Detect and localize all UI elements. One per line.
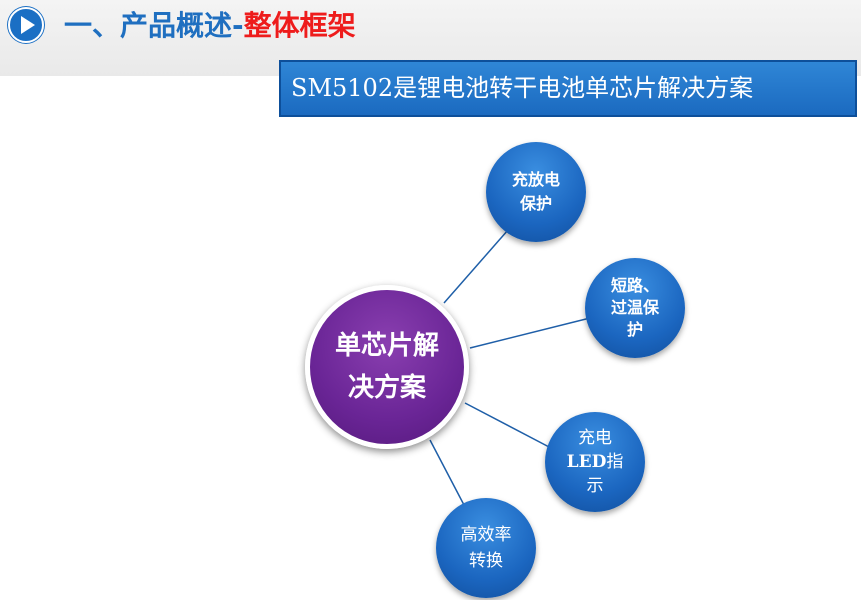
connector-line-4 <box>429 439 465 506</box>
node-2-line2: 过温保 <box>610 298 659 317</box>
node-3-line2: LED指 <box>567 450 624 474</box>
play-circle-icon[interactable] <box>6 5 46 45</box>
connector-line-2 <box>469 317 591 349</box>
node-3-led-text: LED <box>566 452 607 472</box>
node-charge-discharge-protection: 充放电 保护 <box>486 142 586 242</box>
node-3-line3: 示 <box>586 476 604 496</box>
center-node-line1: 单芯片解 <box>334 331 439 361</box>
node-3-line1: 充电 <box>578 428 612 448</box>
connector-line-3 <box>464 402 552 449</box>
node-high-efficiency-conversion: 高效率 转换 <box>436 498 536 598</box>
center-node-line2: 决方案 <box>347 373 426 403</box>
node-short-overheat-protection: 短路、 过温保 护 <box>585 258 685 358</box>
node-4-line1: 高效率 <box>460 525 512 545</box>
node-charge-led-indicator: 充电 LED指 示 <box>545 412 645 512</box>
page-title: 一、产品概述-整体框架 <box>64 6 356 46</box>
node-3-line2-rest: 指 <box>606 452 624 472</box>
node-4-line2: 转换 <box>469 551 503 571</box>
page-title-highlight: 整体框架 <box>243 9 356 42</box>
solution-banner: SM5102是锂电池转干电池单芯片解决方案 <box>279 60 857 117</box>
connector-line-1 <box>443 229 509 304</box>
center-node: 单芯片解 决方案 <box>305 285 469 449</box>
node-1-line2: 保护 <box>519 194 552 213</box>
node-2-line3: 护 <box>626 320 643 339</box>
page-title-main: 一、产品概述- <box>64 9 244 42</box>
node-2-line1: 短路、 <box>610 276 659 295</box>
node-1-line1: 充放电 <box>511 170 560 189</box>
